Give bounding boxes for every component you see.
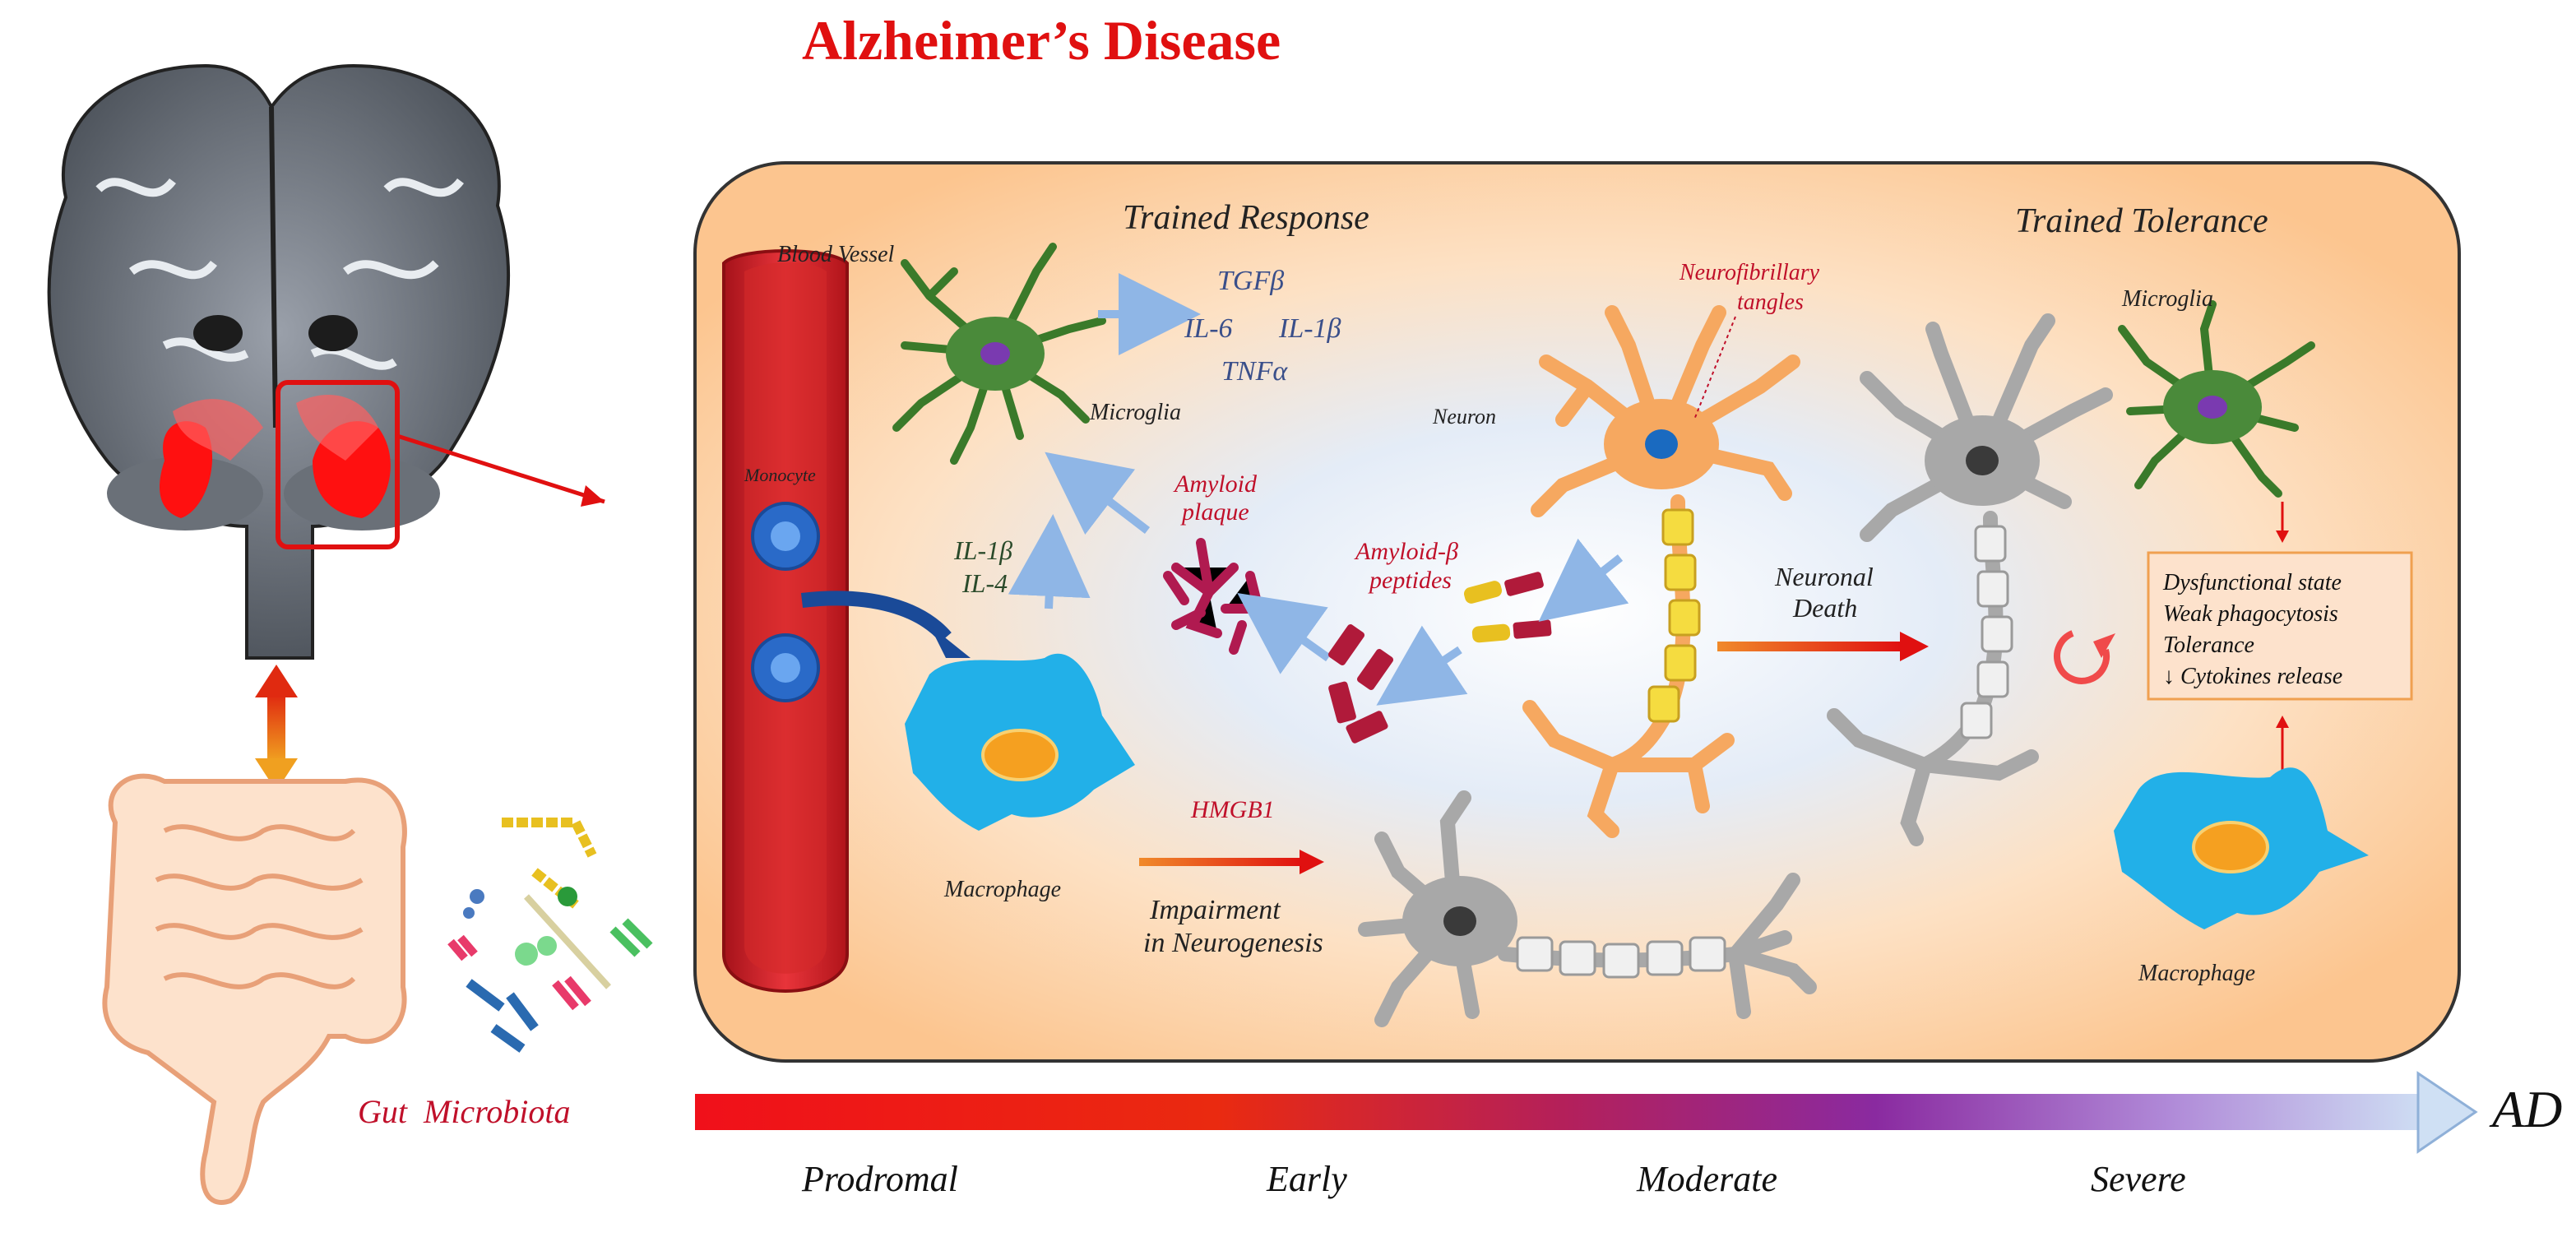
blood-vessel-label: Blood Vessel bbox=[777, 242, 895, 267]
tolerance-box bbox=[2147, 551, 2413, 701]
cytokine-il6: IL-6 bbox=[1184, 313, 1233, 344]
microglia-label-right: Microglia bbox=[2121, 286, 2213, 312]
amyloid-peptides-label-2: peptides bbox=[1368, 567, 1452, 594]
trained-response-heading: Trained Response bbox=[1123, 199, 1369, 237]
impairment-label-2: in Neurogenesis bbox=[1143, 928, 1323, 958]
il4-label: IL-4 bbox=[961, 568, 1008, 598]
neurofibrillary-label-1: Neurofibrillary bbox=[1679, 260, 1820, 285]
figure-title: Alzheimer’s Disease bbox=[802, 9, 1281, 72]
neuronal-death-label-2: Death bbox=[1792, 593, 1857, 623]
gut-illustration bbox=[102, 773, 407, 1205]
cytokine-tgfb: TGFβ bbox=[1217, 266, 1284, 296]
tolerance-line-3: Tolerance bbox=[2163, 632, 2254, 658]
gut-brain-axis-arrow bbox=[255, 665, 298, 791]
brain-illustration bbox=[47, 63, 605, 660]
amyloid-plaque-label-1: Amyloid bbox=[1173, 470, 1258, 498]
monocyte-to-macrophage-arrow bbox=[800, 591, 952, 643]
blood-vessel bbox=[722, 249, 849, 993]
microglia-label-left: Microglia bbox=[1089, 400, 1181, 425]
macrophage-label-left: Macrophage bbox=[943, 877, 1061, 902]
microbiota-illustration bbox=[447, 818, 653, 1053]
cytokine-tnfa: TNFα bbox=[1221, 356, 1288, 387]
stage-moderate: Moderate bbox=[1636, 1159, 1777, 1199]
amyloid-peptides-label-1: Amyloid-β bbox=[1354, 538, 1458, 565]
myelin-sheath bbox=[1647, 508, 1701, 723]
stage-early: Early bbox=[1266, 1159, 1347, 1199]
neurofibrillary-label-2: tangles bbox=[1737, 290, 1804, 315]
amyloid-beta-peptides bbox=[1463, 572, 1552, 643]
trained-tolerance-heading: Trained Tolerance bbox=[2015, 202, 2268, 240]
tolerance-line-2: Weak phagocytosis bbox=[2163, 601, 2338, 627]
macrophage-label-right: Macrophage bbox=[2138, 961, 2255, 986]
hmgb1-arrow bbox=[1139, 858, 1304, 866]
neuronal-death-arrow bbox=[1717, 642, 1902, 651]
tolerance-line-1: Dysfunctional state bbox=[2162, 570, 2342, 595]
impairment-label-1: Impairment bbox=[1149, 895, 1281, 925]
cytokine-il1b: IL-1β bbox=[1278, 313, 1341, 344]
disease-timeline bbox=[695, 1071, 2478, 1154]
timeline-end-label: AD bbox=[2489, 1080, 2562, 1138]
hmgb1-label: HMGB1 bbox=[1190, 796, 1275, 823]
neuronal-death-label-1: Neuronal bbox=[1774, 562, 1874, 591]
amyloid-plaque-label-2: plaque bbox=[1180, 498, 1249, 526]
neuron-nucleus bbox=[1645, 429, 1678, 459]
stage-severe: Severe bbox=[2091, 1159, 2186, 1199]
il1b-label: IL-1β bbox=[953, 535, 1012, 565]
cycle-arrow-icon bbox=[2054, 630, 2110, 684]
brain-highlight-box bbox=[276, 380, 400, 549]
neuron-label: Neuron bbox=[1432, 405, 1496, 429]
monocyte-label: Monocyte bbox=[744, 465, 816, 485]
tolerance-line-4: ↓ Cytokines release bbox=[2163, 664, 2342, 689]
gut-microbiota-label: Gut Microbiota bbox=[358, 1093, 571, 1130]
stage-prodromal: Prodromal bbox=[801, 1159, 958, 1199]
